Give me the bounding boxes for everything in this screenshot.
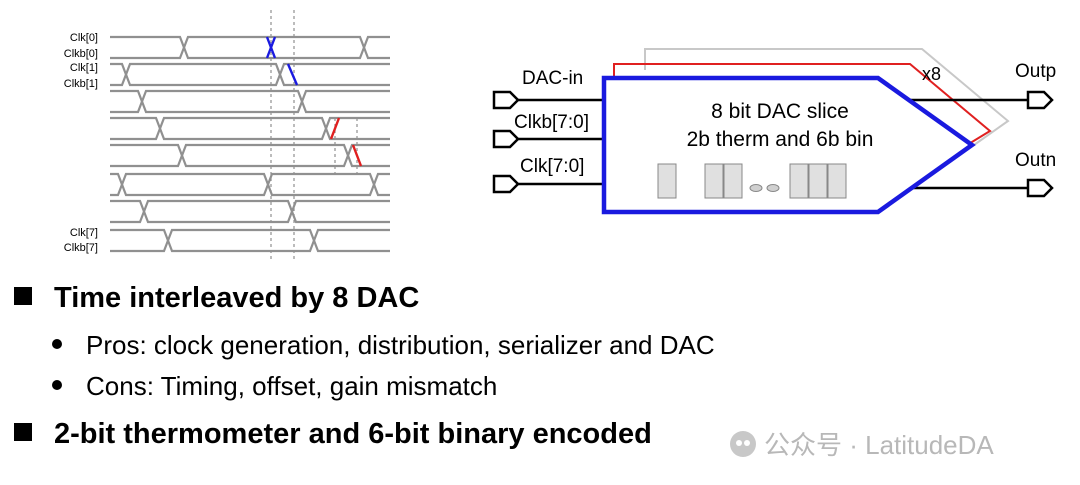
waveform-clkb5 (110, 172, 390, 197)
label-clk7: Clk[7] (70, 227, 98, 239)
waveform-clkb6 (110, 199, 390, 224)
label-outp: Outp (1015, 61, 1056, 82)
slice-title: 8 bit DAC slice (711, 100, 849, 123)
input-port-clk (492, 174, 520, 194)
label-clkb7: Clkb[7] (64, 242, 98, 254)
label-clk0: Clk[0] (70, 32, 98, 44)
waveform-clkb1 (110, 62, 390, 87)
sub-bullet-cons: Cons: Timing, offset, gain mismatch (52, 371, 497, 402)
red-path (613, 63, 992, 146)
bullet-item-2: 2-bit thermometer and 6-bit binary encod… (14, 418, 652, 451)
label-clkb1: Clkb[1] (64, 78, 98, 90)
label-clk1: Clk[1] (70, 62, 98, 74)
waveform-clkb7 (110, 228, 390, 253)
square-bullet-icon (14, 423, 32, 441)
red-transition-2 (351, 144, 363, 167)
sub-bullet-cons-text: Cons: Timing, offset, gain mismatch (86, 371, 498, 401)
blue-transition-2 (286, 63, 299, 86)
sub-bullet-pros: Pros: clock generation, distribution, se… (52, 330, 715, 361)
wechat-logo-icon (730, 430, 756, 457)
timing-diagram (110, 35, 390, 253)
bullet-item-1-text: Time interleaved by 8 DAC (54, 282, 420, 314)
waveform-clk5 (110, 172, 390, 197)
label-x8: x8 (922, 64, 941, 84)
waveform-clk0 (110, 35, 390, 60)
blue-transition-1b (265, 36, 277, 59)
input-port-dac-in (492, 90, 520, 110)
output-port-outn (1026, 178, 1054, 198)
dac-inputs (492, 90, 604, 194)
waveform-clkb3 (110, 116, 390, 141)
label-clkb0: Clkb[0] (64, 48, 98, 60)
waveform-clk6 (110, 199, 390, 224)
label-dac-in: DAC-in (522, 68, 583, 89)
label-outn: Outn (1015, 150, 1056, 171)
red-transition-1 (329, 117, 341, 140)
waveform-clk1 (110, 62, 390, 87)
dac-slice-block (601, 75, 976, 215)
waveform-clk7 (110, 228, 390, 253)
slice-cells (657, 163, 847, 199)
dot-bullet-icon (52, 339, 62, 349)
timing-reference-lines (270, 10, 358, 262)
bullet-item-1: Time interleaved by 8 DAC (14, 282, 419, 315)
square-bullet-icon (14, 287, 32, 305)
label-clk-bus: Clk[7:0] (520, 156, 584, 177)
watermark-text: 公众号 · LatitudeDA (764, 430, 994, 460)
waveform-clk3 (110, 116, 390, 141)
output-port-outp (1026, 90, 1054, 110)
label-clkb-bus: Clkb[7:0] (514, 112, 589, 133)
sub-bullet-pros-text: Pros: clock generation, distribution, se… (86, 330, 715, 360)
diagram-canvas: Clk[0] Clkb[0] Clk[1] Clkb[1] Clk[7] Clk… (64, 10, 1056, 262)
dot-bullet-icon (52, 380, 62, 390)
waveform-clk2 (110, 89, 390, 114)
slice-subtitle: 2b therm and 6b bin (687, 128, 874, 151)
input-port-clkb (492, 129, 520, 149)
waveform-clkb2 (110, 89, 390, 114)
highlighted-transitions (265, 36, 363, 167)
dac-outputs (905, 90, 1054, 198)
waveform-clkb0 (110, 35, 390, 60)
watermark: 公众号 · LatitudeDA (730, 425, 994, 462)
waveform-clk4 (110, 143, 390, 168)
gray-path (644, 48, 1010, 146)
bullet-item-2-text: 2-bit thermometer and 6-bit binary encod… (54, 418, 652, 450)
waveform-clkb4 (110, 143, 390, 168)
